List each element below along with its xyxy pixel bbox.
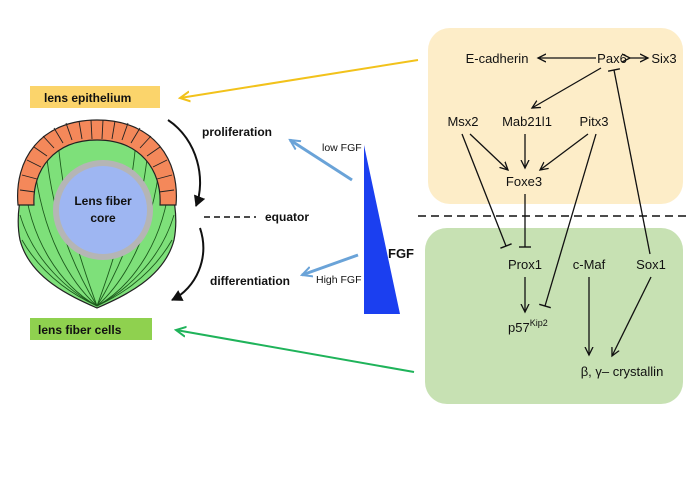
edge-sox1-crystallin bbox=[612, 276, 652, 356]
core-label-line1: Lens fiber bbox=[74, 194, 132, 208]
node-msx2: Msx2 bbox=[447, 114, 478, 129]
low-fgf-label: low FGF bbox=[322, 142, 362, 154]
node-pax6: Pax6 bbox=[597, 51, 627, 66]
node-prox1: Prox1 bbox=[508, 257, 542, 272]
fgf-gradient-wedge bbox=[364, 145, 400, 314]
edge-msx2-foxe3 bbox=[469, 133, 508, 170]
node-six3: Six3 bbox=[651, 51, 676, 66]
epithelial-cell-borders bbox=[19, 119, 175, 193]
differentiation-arrow bbox=[171, 227, 205, 301]
differentiation-label: differentiation bbox=[210, 274, 290, 288]
lens-fiber-cells-label: lens fiber cells bbox=[38, 323, 122, 337]
node-p57-text: p57 bbox=[508, 320, 530, 335]
equator-label: equator bbox=[265, 210, 309, 224]
low-fgf-arrow bbox=[290, 138, 353, 182]
fgf-label: FGF bbox=[388, 246, 414, 261]
upper-network-panel bbox=[428, 28, 683, 204]
node-p57: p57Kip2 bbox=[508, 318, 548, 335]
proliferation-label: proliferation bbox=[202, 125, 272, 139]
node-sox1: Sox1 bbox=[636, 257, 666, 272]
node-crystallin: β, γ– crystallin bbox=[581, 364, 664, 379]
lens-fiber-cells-box bbox=[30, 318, 152, 340]
lower-network-panel bbox=[425, 228, 683, 404]
lens-vesicle: Lens fiber core bbox=[17, 119, 177, 309]
node-p57-superscript: Kip2 bbox=[530, 318, 548, 328]
node-foxe3: Foxe3 bbox=[506, 174, 542, 189]
gene-network: E-cadherin Pax6 Six3 Msx2 Mab21l1 Pitx3 … bbox=[447, 51, 676, 379]
edge-msx2-prox1 bbox=[461, 133, 512, 249]
epithelium-connector-arrow bbox=[180, 59, 419, 98]
lens-epithelium-label: lens epithelium bbox=[44, 91, 131, 105]
high-fgf-label: High FGF bbox=[316, 274, 362, 286]
edge-pitx3-foxe3 bbox=[540, 133, 589, 170]
epithelial-layer bbox=[17, 119, 177, 206]
fiber-connector-arrow bbox=[176, 330, 415, 373]
edge-sox1-pax6 bbox=[607, 68, 651, 255]
node-pitx3: Pitx3 bbox=[580, 114, 609, 129]
core-label-line2: core bbox=[90, 211, 116, 225]
node-ecadherin: E-cadherin bbox=[466, 51, 529, 66]
edge-pitx3-p57 bbox=[539, 133, 597, 309]
high-fgf-arrow bbox=[302, 253, 359, 275]
node-cmaf: c-Maf bbox=[573, 257, 606, 272]
fiber-core bbox=[59, 166, 147, 254]
edge-pax6-mab21l1 bbox=[532, 67, 602, 108]
network-edges bbox=[461, 58, 652, 356]
proliferation-arrow bbox=[167, 119, 206, 207]
lens-epithelium-box bbox=[30, 86, 160, 108]
node-mab21l1: Mab21l1 bbox=[502, 114, 552, 129]
